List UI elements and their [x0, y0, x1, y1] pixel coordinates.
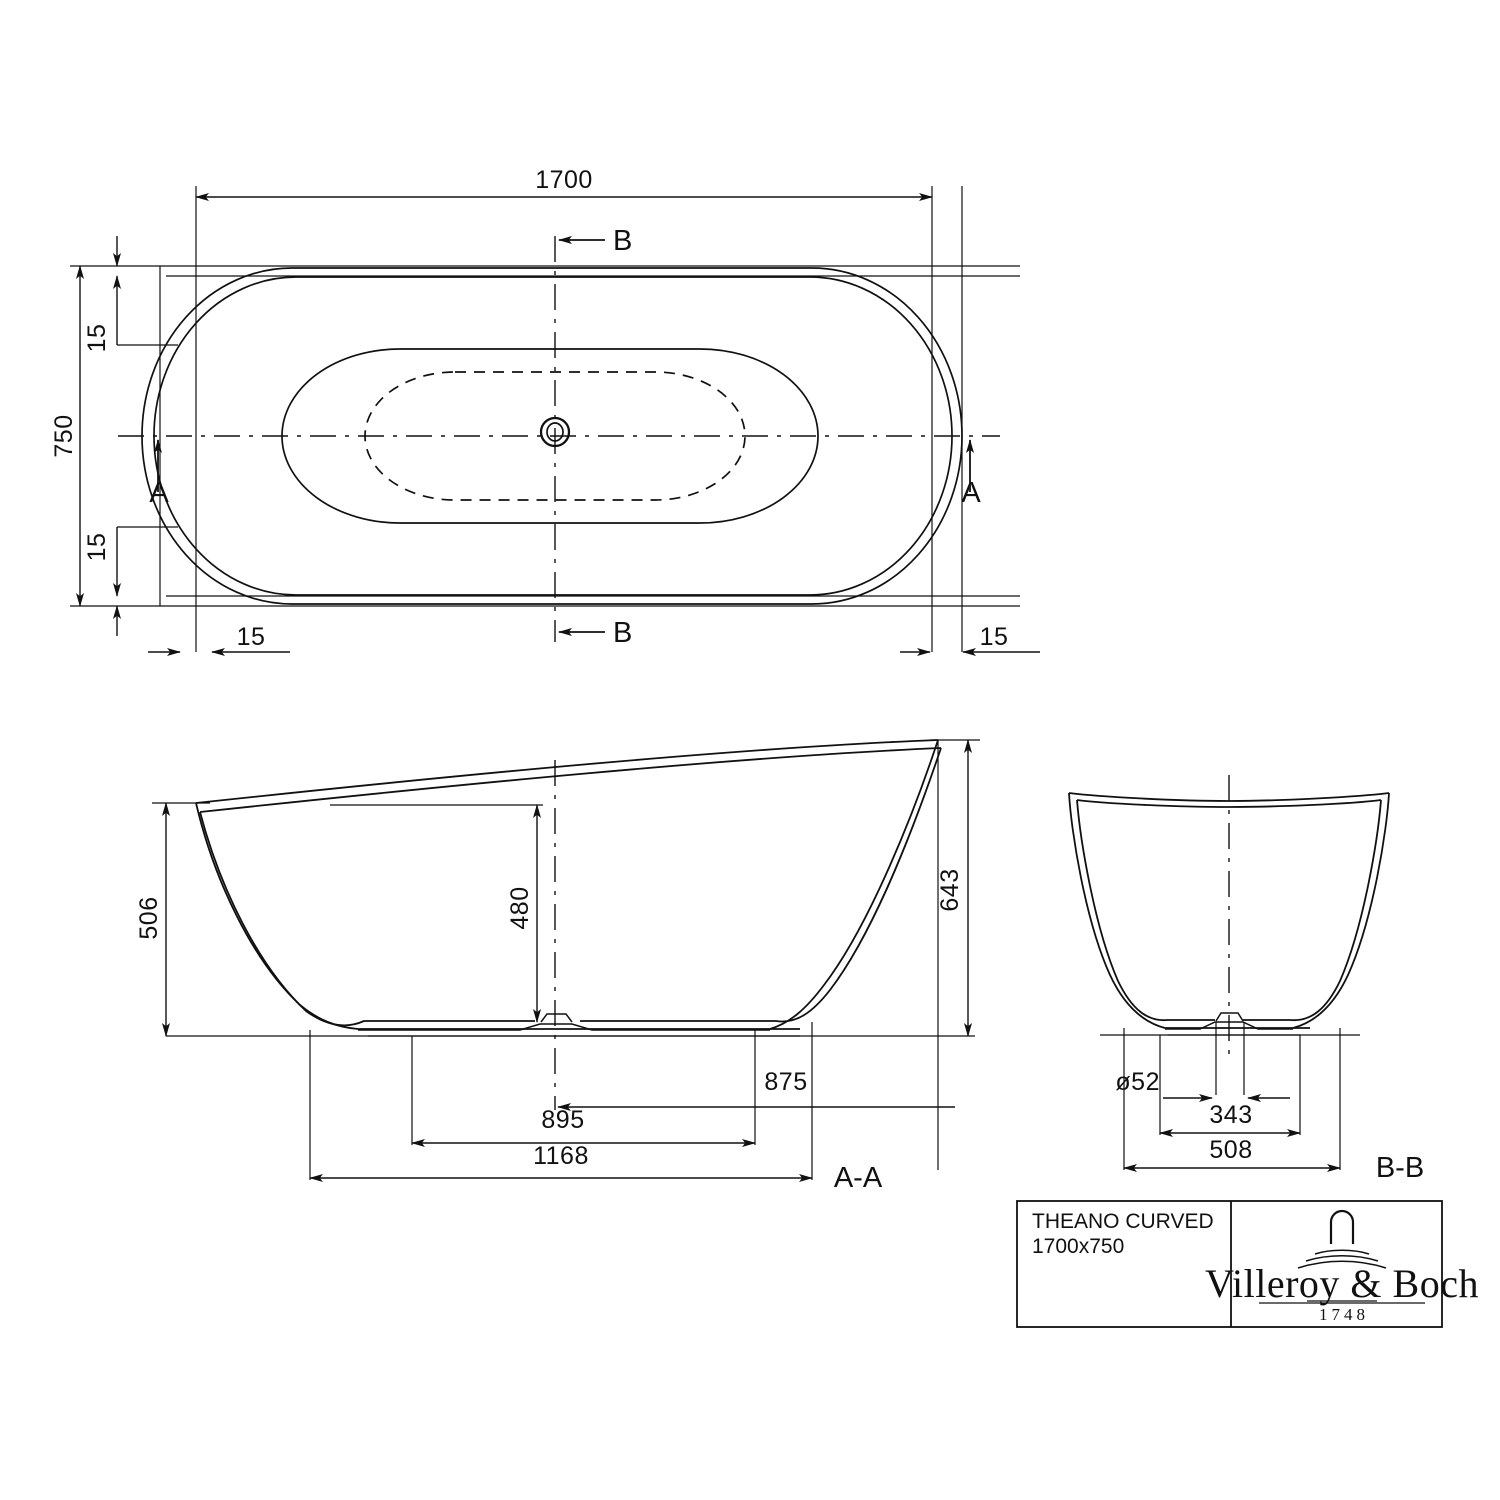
section-mark-b-top-label: B [613, 225, 632, 257]
dim-15-bottom-label: 15 [83, 533, 111, 562]
dim-506 [152, 802, 210, 1037]
dim-15-right-label: 15 [980, 623, 1009, 651]
title-block-product-name: THEANO CURVED [1032, 1210, 1214, 1233]
dim-643 [930, 739, 980, 1170]
dim-480 [330, 804, 543, 1023]
title-block-product-size: 1700x750 [1032, 1235, 1124, 1258]
dim-15-top [113, 236, 178, 346]
dim-875-label: 875 [764, 1068, 807, 1096]
dim-1700-label: 1700 [535, 166, 593, 194]
section-bb-label: B-B [1376, 1152, 1424, 1184]
top-view-centerlines [118, 236, 1000, 642]
dim-643-label: 643 [936, 868, 964, 911]
section-aa-label: A-A [834, 1162, 883, 1194]
section-bb-profile [1068, 792, 1390, 1036]
section-bb-extension-lines [1123, 1022, 1341, 1170]
section-mark-a-right-label: A [961, 477, 981, 509]
dim-1168-label: 1168 [533, 1142, 589, 1170]
dim-d52-label: ø52 [1115, 1068, 1160, 1096]
dim-15-left-label: 15 [237, 623, 266, 651]
dim-15-top-label: 15 [83, 324, 111, 353]
top-view-extension-lines [159, 186, 1020, 652]
brand-name: Villeroy & Boch [1205, 1261, 1479, 1306]
section-mark-b-bottom-label: B [613, 617, 632, 649]
dim-480-label: 480 [506, 886, 534, 929]
dim-343-label: 343 [1209, 1101, 1252, 1129]
brand-year: 1748 [1319, 1305, 1369, 1324]
top-view-base-dashed-outline [364, 371, 746, 501]
dim-506-label: 506 [135, 896, 163, 939]
top-view-tub-outline [141, 267, 963, 605]
dim-750-label: 750 [50, 414, 78, 457]
dim-508-label: 508 [1209, 1136, 1252, 1164]
section-mark-a-left-label: A [149, 477, 169, 509]
section-aa-profile [166, 739, 975, 1037]
dim-15-right-horizontal [900, 186, 1040, 656]
top-view-inner-bowl [281, 348, 819, 524]
dim-15-bottom [113, 526, 178, 636]
dim-895-label: 895 [541, 1106, 584, 1134]
section-aa-extension-lines [309, 1022, 813, 1180]
villeroy-boch-logo-icon [1259, 1209, 1425, 1304]
